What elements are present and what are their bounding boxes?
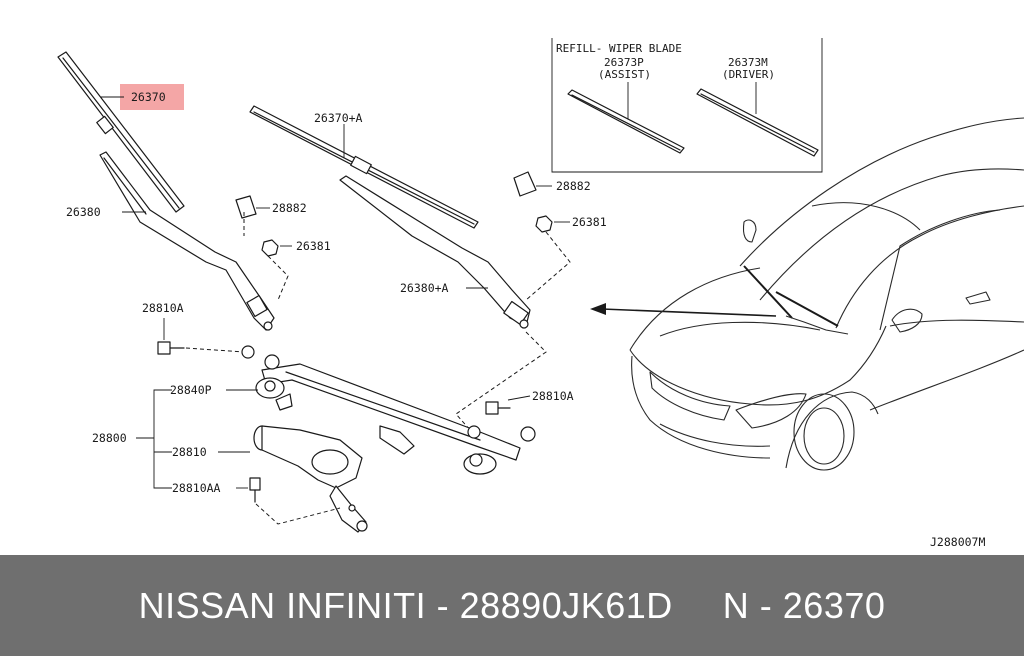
locator-arrow (590, 303, 777, 317)
callout-28810aa: 28810AA (172, 481, 221, 495)
callout-28800: 28800 (92, 431, 127, 445)
parts-diagram: REFILL- WIPER BLADE 26373P (ASSIST) 2637… (57, 38, 1024, 549)
footer-brand-part: NISSAN INFINITI - 28890JK61D (138, 584, 673, 626)
callout-28882-right: 28882 (556, 179, 591, 193)
refill-strip-driver (696, 88, 819, 157)
refill-strip-assist (567, 89, 685, 154)
refill-driver-note: (DRIVER) (722, 68, 775, 81)
pivot-cap-right (513, 171, 537, 197)
callout-28810a-right: 28810A (532, 389, 574, 403)
bolt-right (485, 401, 511, 415)
wiper-arm-driver (99, 151, 275, 331)
refill-assist-code: 26373P (604, 56, 644, 69)
footer-ref-part: N - 26370 (722, 584, 886, 626)
callout-26381-left: 26381 (296, 239, 331, 253)
part-number-footer: NISSAN INFINITI - 28890JK61D N - 26370 (0, 555, 1024, 656)
diagram-svg: REFILL- WIPER BLADE 26373P (ASSIST) 2637… (57, 38, 1024, 549)
diagram-code: J288007M (930, 535, 985, 549)
wiper-motor (253, 425, 368, 533)
callout-highlight (120, 84, 184, 110)
vehicle-illustration (629, 117, 1024, 471)
wiper-blade-driver (57, 51, 185, 213)
callout-26370a: 26370+A (314, 111, 363, 125)
callout-28882-left: 28882 (272, 201, 307, 215)
refill-driver-code: 26373M (728, 56, 768, 69)
callout-28810: 28810 (172, 445, 207, 459)
pivot-nut-right (535, 215, 553, 233)
pivot-nut-left (261, 239, 279, 257)
refill-header-text: REFILL- WIPER BLADE (556, 42, 682, 55)
motor-bolt (249, 477, 261, 503)
callout-26370-blade: 26370 (131, 90, 166, 104)
callout-28810a-left: 28810A (142, 301, 184, 315)
callout-26380: 26380 (66, 205, 101, 219)
callout-26381-right: 26381 (572, 215, 607, 229)
callout-26380a: 26380+A (400, 281, 449, 295)
wiper-linkage (241, 345, 536, 475)
pivot-cap-left (235, 195, 257, 219)
wiper-arm-assist (339, 175, 531, 329)
wiper-blade-assist (249, 105, 479, 229)
bolt-left (157, 341, 185, 355)
refill-assist-note: (ASSIST) (598, 68, 651, 81)
callout-28840p: 28840P (170, 383, 212, 397)
refill-inset: REFILL- WIPER BLADE 26373P (ASSIST) 2637… (551, 38, 823, 173)
